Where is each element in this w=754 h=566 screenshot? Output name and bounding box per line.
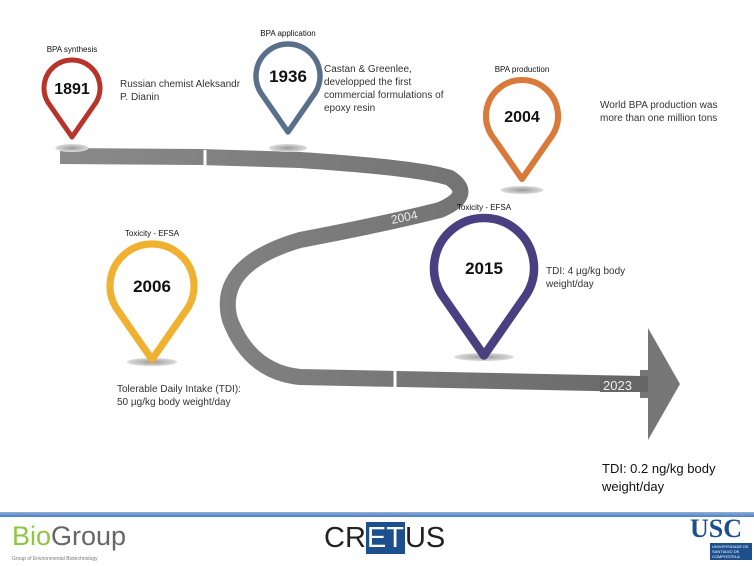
timeline-road xyxy=(59,148,641,392)
pin-label: BPA production xyxy=(495,65,550,74)
road-end-label: 2023 xyxy=(603,378,632,393)
pin-marker xyxy=(253,41,323,135)
pin-marker xyxy=(106,240,198,364)
pin-marker xyxy=(429,213,539,360)
pin-year: 1936 xyxy=(269,67,307,86)
road-mid-label: 2004 xyxy=(390,208,419,227)
pin-shadow xyxy=(268,144,308,152)
pin-label: Toxicity - EFSA xyxy=(125,229,180,238)
road-gap xyxy=(203,150,397,388)
pin-label: BPA synthesis xyxy=(47,45,98,54)
pin-year: 1891 xyxy=(54,81,90,98)
cretus-logo: CRETUS xyxy=(324,522,446,554)
pin-1891: 1891 BPA synthesis xyxy=(41,45,103,152)
footer-divider xyxy=(0,512,754,517)
pin-marker xyxy=(41,57,103,140)
road-arrowhead xyxy=(640,328,680,440)
pin-year: 2015 xyxy=(465,259,503,278)
pin-2004: 2004 BPA production xyxy=(482,65,562,194)
pin-label: Toxicity - EFSA xyxy=(457,203,512,212)
road-end-band xyxy=(600,376,648,392)
pin-year: 2006 xyxy=(133,277,171,296)
pin-label: BPA application xyxy=(260,29,315,38)
pin-1936: 1936 BPA application xyxy=(253,29,323,152)
pin-marker xyxy=(482,77,562,183)
note-2006: Tolerable Daily Intake (TDI):50 µg/kg bo… xyxy=(117,384,241,408)
pin-shadow xyxy=(500,186,544,194)
pin-shadow xyxy=(55,144,89,152)
pin-2015: 2015 Toxicity - EFSA xyxy=(429,203,539,361)
pin-year: 2004 xyxy=(504,109,540,126)
pin-2006: 2006 Toxicity - EFSA xyxy=(106,229,198,366)
